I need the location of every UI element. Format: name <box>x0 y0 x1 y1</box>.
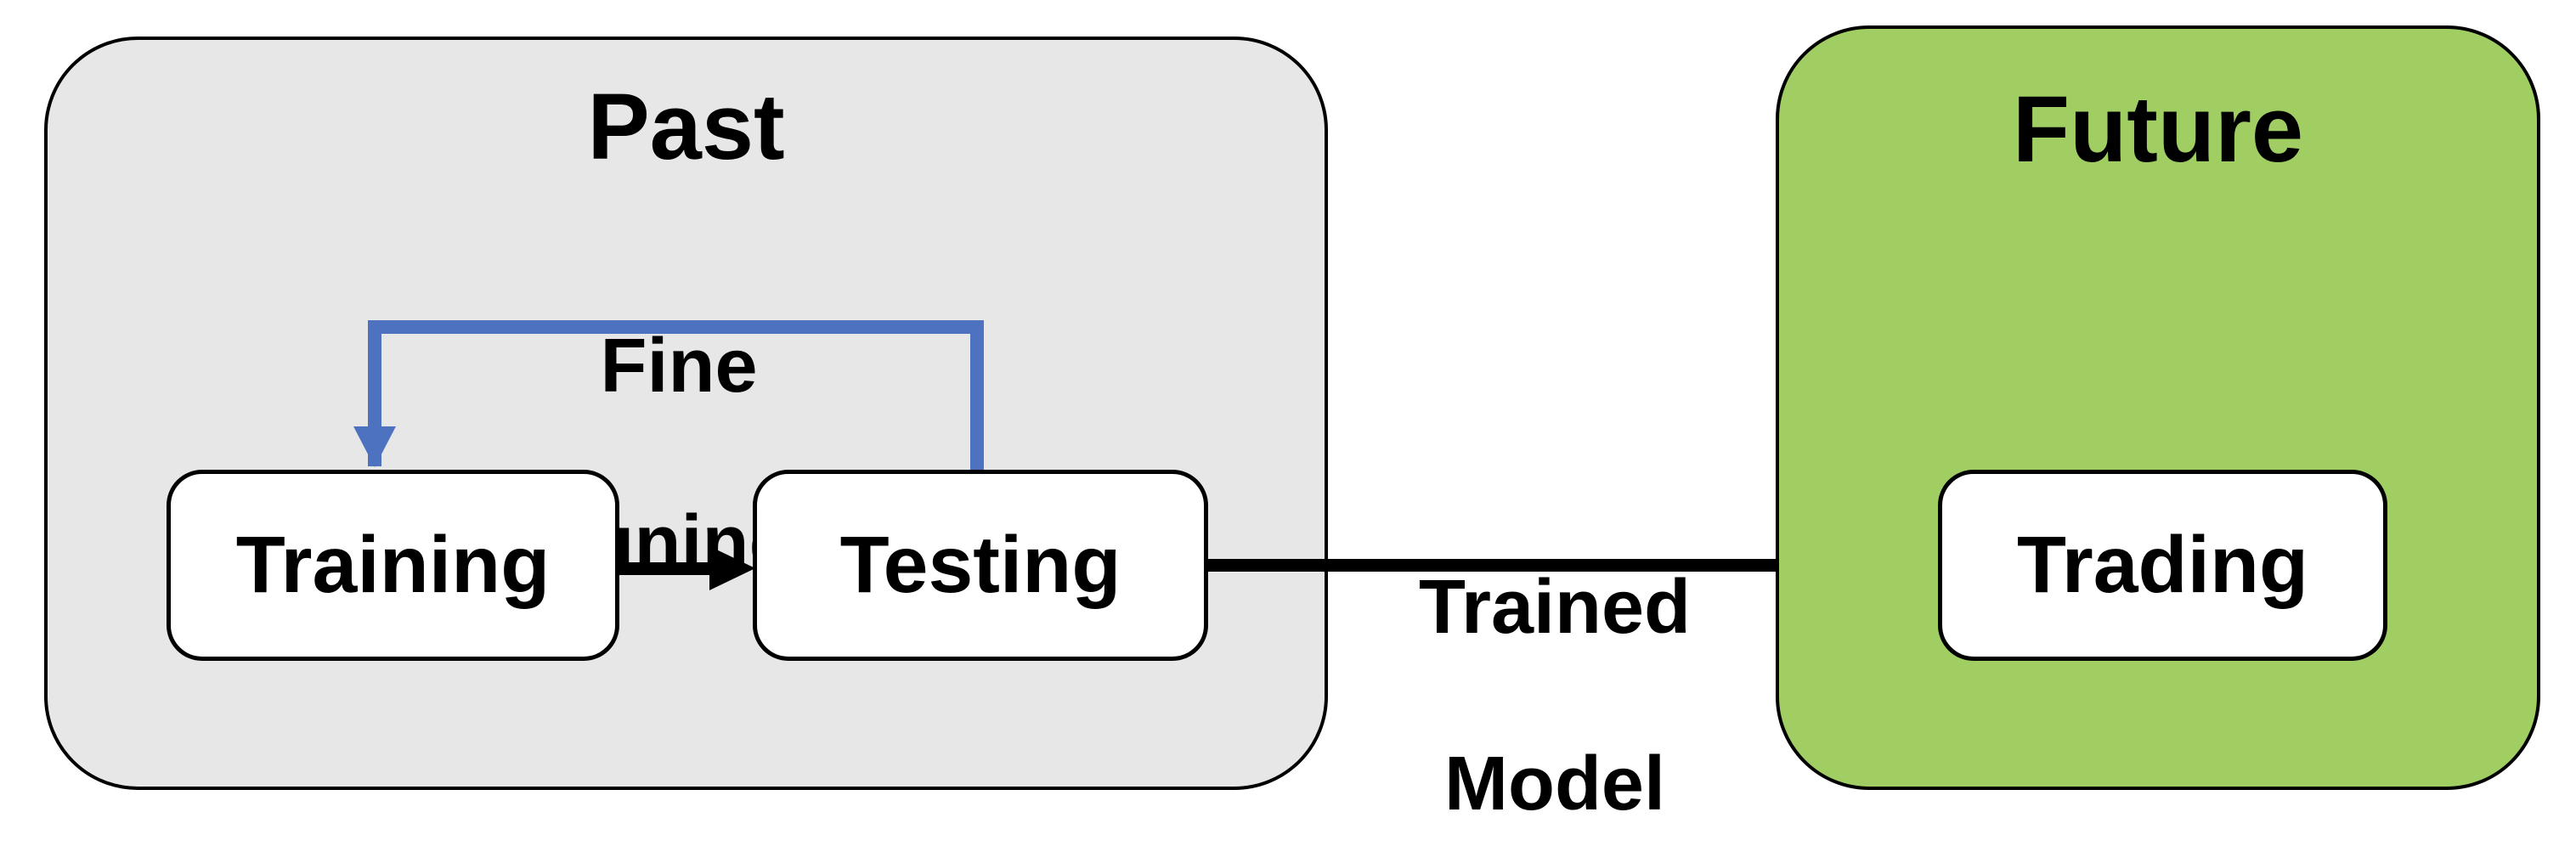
past-panel-title: Past <box>587 75 785 179</box>
trading-node: Trading <box>1938 470 2387 661</box>
trained-model-label: Trained Model <box>1257 475 1852 863</box>
future-panel: Future Trading <box>1776 25 2540 790</box>
fine-tuning-label-line1: Fine <box>600 324 758 409</box>
training-to-testing-arrowhead-icon <box>709 546 755 590</box>
future-panel-title: Future <box>2012 77 2304 182</box>
fine-tuning-loop-top-segment <box>368 320 984 334</box>
trading-node-label: Trading <box>2016 520 2309 610</box>
training-node: Training <box>167 470 619 661</box>
trained-model-label-line1: Trained <box>1418 565 1692 650</box>
trained-model-arrow-stem <box>1208 559 1892 572</box>
trained-model-label-line2: Model <box>1444 742 1665 826</box>
fine-tuning-arrowhead-icon <box>353 426 396 467</box>
past-panel: Past Fine tuning Training Testing <box>44 37 1328 790</box>
fine-tuning-loop-right-segment <box>970 320 984 470</box>
training-to-testing-arrow-stem <box>613 562 711 575</box>
training-node-label: Training <box>235 520 551 610</box>
testing-node: Testing <box>753 470 1208 661</box>
testing-node-label: Testing <box>839 520 1121 610</box>
